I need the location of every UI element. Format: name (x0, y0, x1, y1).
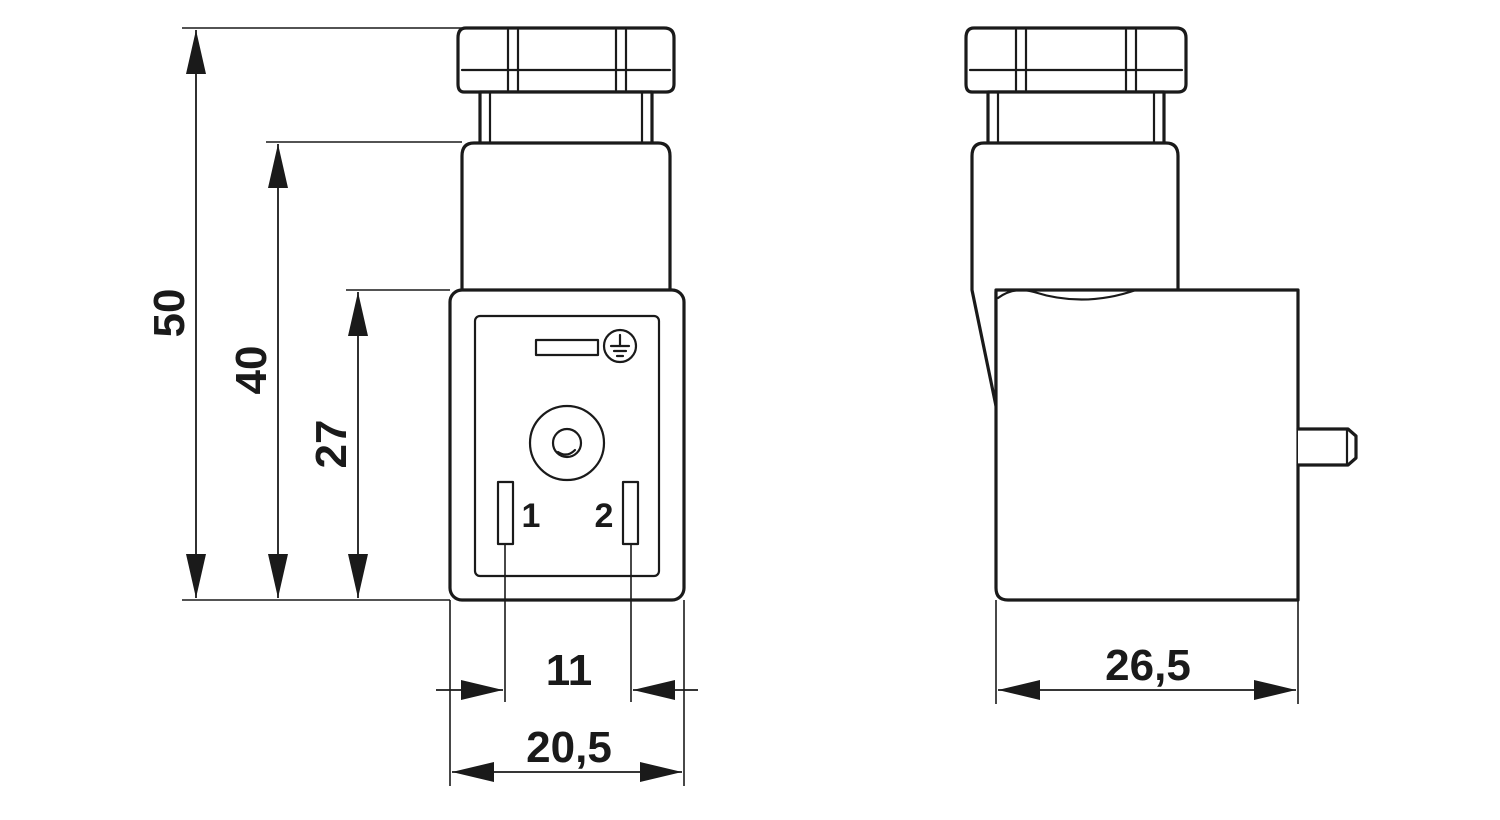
dimension-height-27: 27 (307, 292, 368, 598)
front-neck (478, 90, 654, 146)
dimension-label-11: 11 (546, 646, 593, 695)
screw-icon (528, 404, 606, 482)
dimension-label-26-5: 26,5 (1105, 641, 1191, 690)
front-view: 1 2 (448, 26, 686, 602)
side-view (964, 26, 1358, 602)
dimension-height-40: 40 (227, 144, 288, 598)
dimension-label-20-5: 20,5 (526, 723, 612, 772)
side-lower-block (994, 288, 1300, 602)
face-panel (473, 314, 661, 578)
side-neck (986, 90, 1166, 146)
dimension-label-27: 27 (307, 420, 356, 469)
pin-2-label: 2 (595, 497, 614, 535)
dimension-pin-spacing-11: 11 (436, 646, 698, 700)
protective-earth-icon (602, 328, 638, 364)
side-connector-stub (1296, 427, 1358, 467)
dimension-width-20-5: 20,5 (452, 723, 682, 782)
dimension-depth-26-5: 26,5 (998, 641, 1296, 700)
dimension-label-40: 40 (227, 346, 276, 395)
front-cap-nut (456, 26, 676, 94)
front-lower-block (448, 288, 686, 602)
front-upper-body (460, 141, 672, 294)
dimension-label-50: 50 (145, 289, 194, 338)
side-curved-edge (996, 288, 1138, 301)
side-cap-nut (964, 26, 1188, 94)
pin-1-label: 1 (522, 497, 541, 535)
dimension-height-50: 50 (145, 30, 206, 598)
dimension-lines: 50 40 27 11 20,5 (145, 27, 1299, 786)
indicator-lens-icon (534, 338, 600, 357)
